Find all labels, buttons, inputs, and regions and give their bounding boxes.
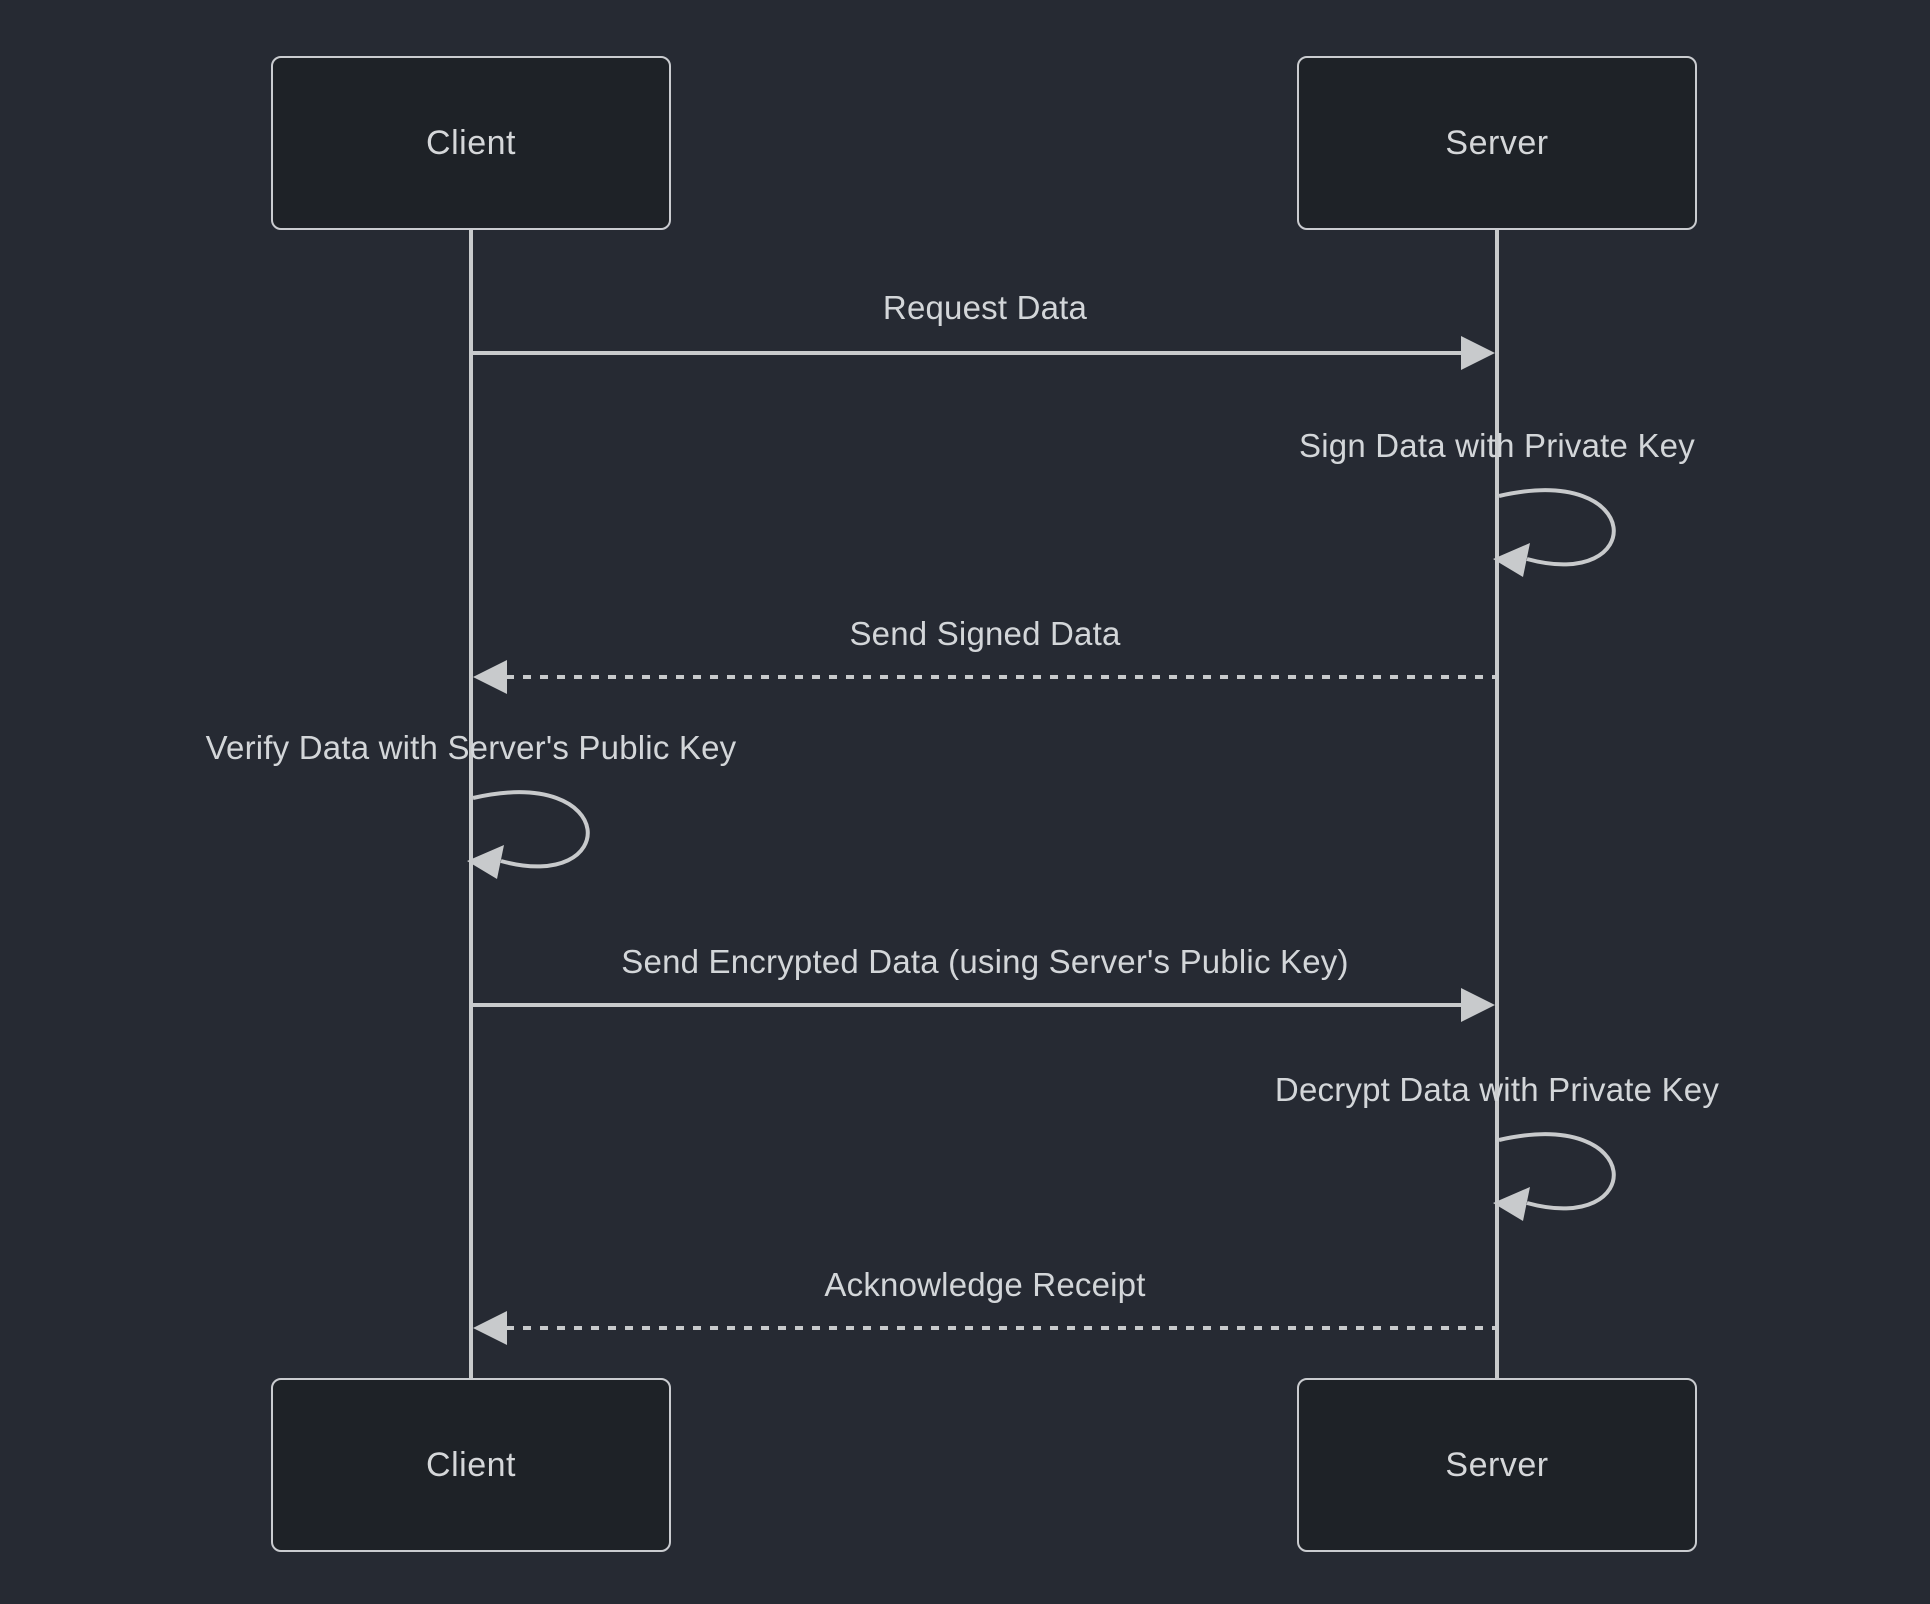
actor-label-server: Server <box>1445 123 1549 162</box>
message-label-sign-data: Sign Data with Private Key <box>1299 427 1695 464</box>
self-loop-sign-data <box>1493 488 1616 577</box>
arrowhead-right-icon <box>1461 988 1495 1022</box>
arrowhead-left-icon <box>1493 1187 1530 1221</box>
arrowhead-left-icon <box>1493 543 1530 577</box>
arrowhead-left-icon <box>473 1311 507 1345</box>
message-label-acknowledge-receipt: Acknowledge Receipt <box>824 1266 1146 1303</box>
actor-box-client-top: Client <box>271 56 671 230</box>
message-label-decrypt-data: Decrypt Data with Private Key <box>1274 1071 1720 1108</box>
actor-box-client-bottom: Client <box>271 1378 671 1552</box>
self-loop-verify-data <box>467 790 590 879</box>
arrow-send-encrypted-data <box>473 988 1495 1022</box>
actor-label-client: Client <box>426 1445 516 1484</box>
arrowhead-right-icon <box>1461 336 1495 370</box>
message-label-verify-data: Verify Data with Server's Public Key <box>205 729 737 766</box>
arrow-request-data <box>473 336 1495 370</box>
message-label-send-signed-data: Send Signed Data <box>849 615 1121 652</box>
actor-label-server: Server <box>1445 1445 1549 1484</box>
message-label-request-data: Request Data <box>882 289 1088 326</box>
arrow-send-signed-data <box>473 660 1495 694</box>
arrowhead-left-icon <box>467 845 504 879</box>
actor-box-server-top: Server <box>1297 56 1697 230</box>
self-loop-decrypt-data <box>1493 1132 1616 1221</box>
actor-label-client: Client <box>426 123 516 162</box>
message-label-send-encrypted-data: Send Encrypted Data (using Server's Publ… <box>621 943 1349 980</box>
actor-box-server-bottom: Server <box>1297 1378 1697 1552</box>
arrowhead-left-icon <box>473 660 507 694</box>
arrow-acknowledge-receipt <box>473 1311 1495 1345</box>
